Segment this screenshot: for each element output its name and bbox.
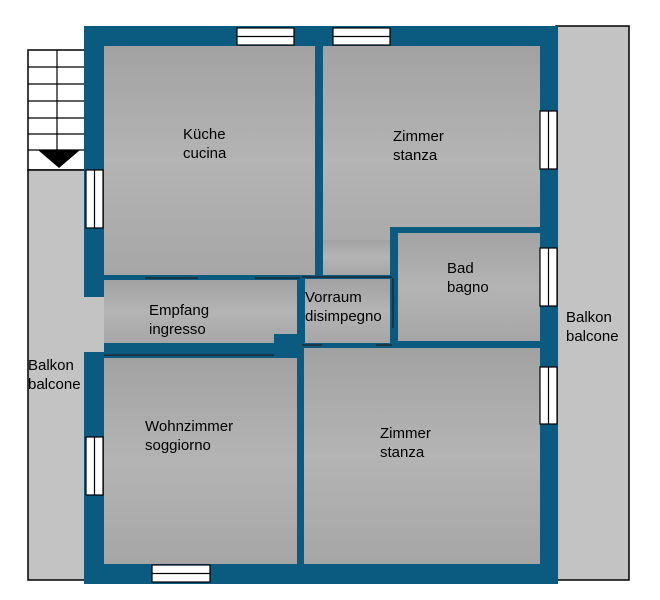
kitchen-label-it: cucina	[183, 145, 227, 162]
room-top-label-de: Zimmer	[393, 128, 444, 145]
room-top-label-it: stanza	[393, 147, 438, 164]
living-label-it: soggiorno	[145, 437, 211, 454]
entry-door	[84, 297, 104, 352]
interior-wall	[297, 343, 540, 348]
bath-label-it: bagno	[447, 279, 489, 296]
interior-wall	[390, 227, 398, 343]
room-bottom-label-de: Zimmer	[380, 425, 431, 442]
balcony-right	[555, 25, 630, 581]
kitchen-floor	[104, 46, 315, 275]
door-openings	[104, 276, 394, 356]
kitchen-label-de: Küche	[183, 126, 226, 143]
bath-floor	[398, 233, 540, 341]
living-floor	[104, 358, 297, 564]
entrance-label-de: Empfang	[149, 302, 209, 319]
living-label-de: Wohnzimmer	[145, 418, 233, 435]
room-bottom-label-it: stanza	[380, 444, 425, 461]
balcony-left-label-it: balcone	[28, 376, 81, 393]
room-bottom-floor	[304, 348, 540, 564]
balcony-left-label-de: Balkon	[28, 357, 74, 374]
stairs-direction-arrow-icon	[38, 150, 80, 168]
interior-wall	[297, 356, 304, 564]
entrance-floor	[104, 280, 297, 343]
hall-top-floor	[323, 240, 390, 275]
balcony-right-label-it: balcone	[566, 328, 619, 345]
windows	[85, 27, 558, 583]
staircase	[27, 49, 87, 171]
balcony-right-label-de: Balkon	[566, 309, 612, 326]
hall-floor	[302, 279, 392, 343]
bath-label-de: Bad	[447, 260, 474, 277]
hall-label-it: disimpegno	[305, 308, 382, 325]
balcony-left	[27, 169, 87, 581]
interior-wall	[390, 227, 540, 233]
entrance-label-it: ingresso	[149, 321, 206, 338]
hall-label-de: Vorraum	[305, 289, 362, 306]
interior-wall	[297, 275, 305, 343]
